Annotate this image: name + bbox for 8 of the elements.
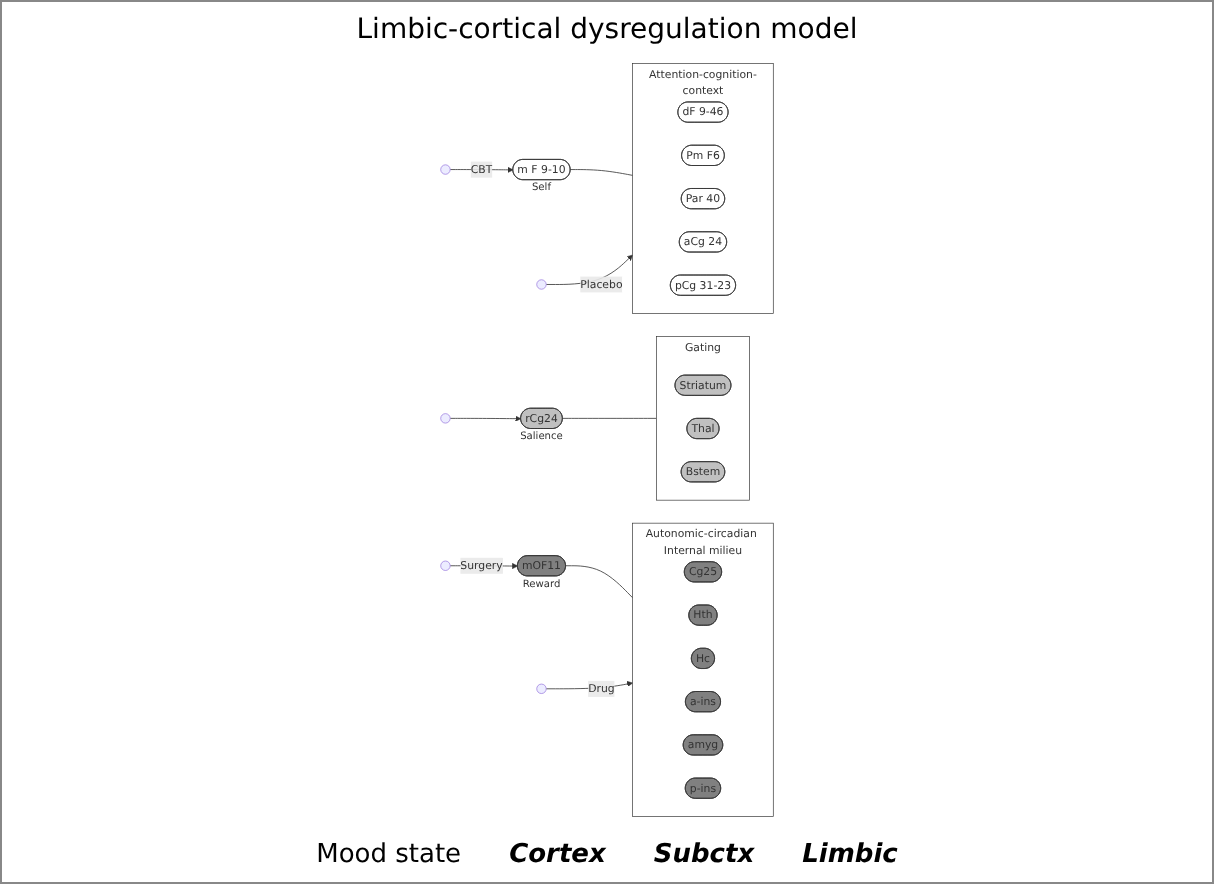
text-label: Limbic <box>802 840 898 870</box>
connector <box>561 417 657 419</box>
diagram-title: Limbic-cortical dysregulation model <box>354 14 860 46</box>
text-label: Subctx <box>653 840 755 870</box>
text-label: Mood state <box>316 840 462 870</box>
connector <box>565 565 634 599</box>
connector <box>569 169 634 176</box>
text-label: Cortex <box>509 840 606 870</box>
